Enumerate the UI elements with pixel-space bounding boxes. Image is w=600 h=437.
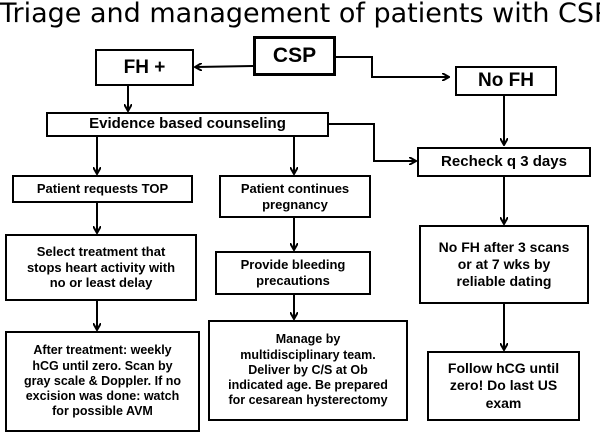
no-fh-after-scans-node: No FH after 3 scans or at 7 wks by relia…: [419, 225, 589, 304]
counseling-node: Evidence based counseling: [46, 112, 329, 137]
follow-hcg-node: Follow hCG until zero! Do last US exam: [427, 351, 580, 421]
continues-pregnancy-node: Patient continues pregnancy: [219, 175, 371, 218]
multidisciplinary-node: Manage by multidisciplinary team. Delive…: [208, 320, 408, 421]
recheck-node: Recheck q 3 days: [417, 147, 591, 177]
requests-top-node: Patient requests TOP: [12, 175, 193, 203]
arrow-counseling-to-recheck: [329, 123, 415, 161]
csp-node: CSP: [253, 36, 336, 76]
bleeding-precautions-node: Provide bleeding precautions: [215, 251, 371, 295]
diagram-title: Triage and management of patients with C…: [0, 0, 600, 29]
arrow-csp-to-fh-positive: [196, 66, 254, 67]
after-treatment-node: After treatment: weekly hCG until zero. …: [5, 331, 200, 432]
fh-positive-node: FH +: [95, 49, 194, 86]
arrow-csp-to-no-fh: [336, 56, 448, 77]
no-fh-node: No FH: [455, 66, 557, 96]
select-treatment-node: Select treatment that stops heart activi…: [5, 234, 197, 301]
